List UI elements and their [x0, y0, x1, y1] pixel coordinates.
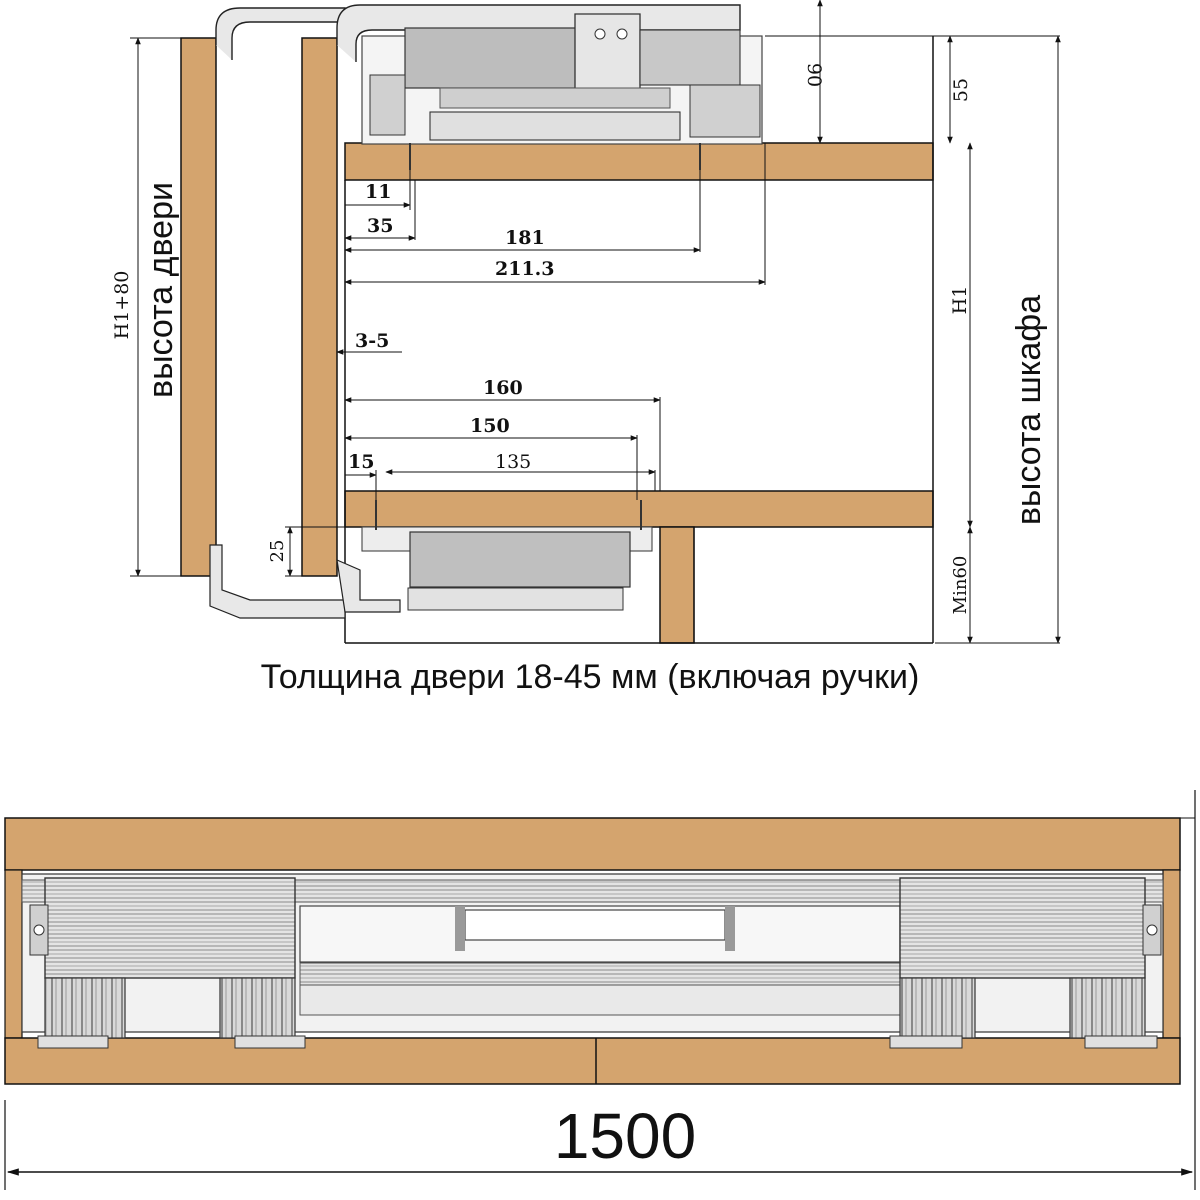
- dim-90-label: 90: [803, 63, 825, 87]
- dim-h1-80-label: H1+80: [111, 271, 133, 340]
- dim-35-label: 35: [367, 215, 393, 237]
- rail-track: [299, 962, 901, 986]
- front-door-panel: [180, 37, 217, 577]
- dim-11-label: 11: [365, 181, 391, 203]
- rail-track: [21, 879, 1164, 903]
- dim-min60-label: Min60: [950, 556, 971, 615]
- dim-55-label: 55: [950, 78, 972, 102]
- door-height-label: высота двери: [142, 182, 180, 398]
- center-connector: [464, 909, 726, 941]
- top-running-mechanism: [361, 13, 763, 170]
- door-thickness-caption: Толщина двери 18-45 мм (включая ручки): [261, 658, 920, 696]
- dim-160-label: 160: [483, 377, 523, 399]
- cabinet-plinth-panel: [659, 526, 695, 644]
- cabinet-height-label: высота шкафа: [1010, 295, 1048, 525]
- dim-211-label: 211.3: [495, 258, 555, 280]
- right-carriage: [889, 877, 1162, 1049]
- dimension-lines: [130, 0, 1061, 644]
- center-connector: [725, 906, 735, 951]
- width-dimension-label: 1500: [554, 1100, 696, 1172]
- bottom-door-strip: [4, 1037, 1181, 1085]
- dim-135-label: 135: [495, 451, 531, 473]
- section-view: 90 55 11 35 181 211.3 3-5 H1 H1+80 160 1…: [111, 0, 1061, 696]
- bottom-guide-mechanism: [209, 500, 653, 619]
- dim-15-label: 15: [348, 451, 374, 473]
- dim-3-5-label: 3-5: [355, 330, 389, 352]
- left-carriage: [29, 877, 306, 1049]
- top-board: [4, 817, 1181, 871]
- cabinet-bottom-shelf: [344, 490, 934, 528]
- center-connector: [455, 906, 465, 951]
- cabinet-top-shelf: [344, 142, 934, 181]
- rear-door-panel: [301, 37, 338, 577]
- dim-150-label: 150: [470, 415, 510, 437]
- front-view: 1500: [4, 790, 1196, 1190]
- right-side-board: [1162, 869, 1181, 1039]
- dim-h1-label: H1: [949, 286, 971, 315]
- rail-track: [299, 984, 901, 1016]
- left-side-board: [4, 869, 23, 1039]
- dim-181-label: 181: [505, 227, 545, 249]
- dim-25-label: 25: [267, 540, 288, 563]
